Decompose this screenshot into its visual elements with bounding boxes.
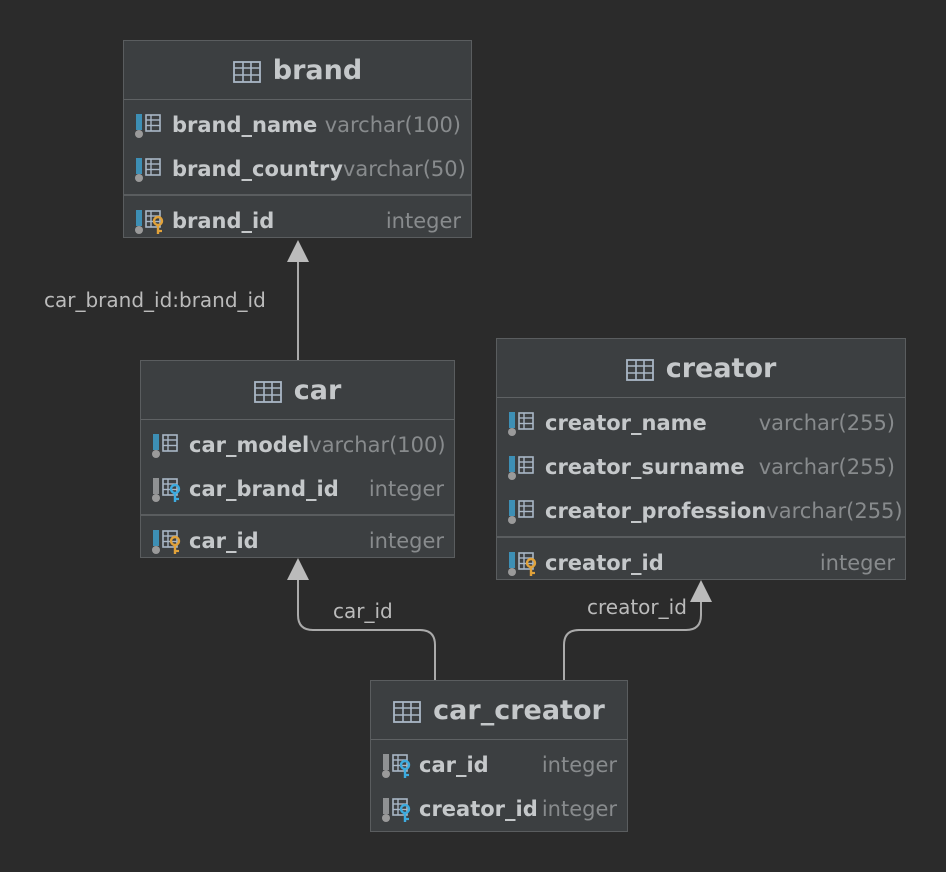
column-name: creator_surname: [545, 455, 745, 479]
column-type: varchar(255): [758, 455, 895, 479]
edge-label-car-id: car_id: [333, 599, 393, 623]
column-name: brand_id: [172, 209, 275, 233]
column-icon: [507, 497, 539, 525]
table-icon: [625, 357, 654, 381]
column-name: brand_country: [172, 157, 343, 181]
column-type: varchar(100): [309, 433, 446, 457]
edge-label-creator-id: creator_id: [587, 595, 687, 619]
column-name: brand_name: [172, 113, 318, 137]
table-title: car_creator: [433, 694, 605, 726]
primary-key-row[interactable]: brand_id integer: [124, 199, 471, 243]
edge-label-car-brand: car_brand_id:brand_id: [44, 288, 266, 312]
table-header[interactable]: car_creator: [371, 681, 627, 740]
foreign-key-icon: [151, 475, 183, 503]
column-icon: [134, 111, 166, 139]
column-row[interactable]: creator_surname varchar(255): [497, 445, 905, 489]
column-name: creator_name: [545, 411, 707, 435]
primary-key-icon: [151, 527, 183, 555]
column-row[interactable]: brand_name varchar(100): [124, 103, 471, 147]
column-type: varchar(100): [324, 113, 461, 137]
primary-key-row[interactable]: car_id integer: [141, 519, 454, 563]
column-icon: [151, 431, 183, 459]
column-type: integer: [368, 477, 444, 501]
table-brand[interactable]: brand brand_name varchar(100): [123, 40, 472, 238]
column-name: creator_profession: [545, 499, 767, 523]
table-header[interactable]: car: [141, 361, 454, 420]
column-row[interactable]: creator_profession varchar(255): [497, 489, 905, 533]
column-name: car_id: [189, 529, 259, 553]
column-row[interactable]: creator_id integer: [371, 787, 627, 831]
column-icon: [134, 155, 166, 183]
column-icon: [507, 409, 539, 437]
foreign-key-icon: [381, 751, 413, 779]
column-row[interactable]: car_brand_id integer: [141, 467, 454, 511]
arrowhead-brand: [287, 240, 309, 262]
primary-key-icon: [134, 207, 166, 235]
column-row[interactable]: car_id integer: [371, 743, 627, 787]
column-type: integer: [385, 209, 461, 233]
column-name: car_id: [419, 753, 489, 777]
table-car_creator[interactable]: car_creator car_id integer: [370, 680, 628, 832]
table-icon: [232, 59, 261, 83]
table-icon: [253, 379, 282, 403]
table-icon: [393, 699, 422, 723]
column-type: varchar(255): [766, 499, 903, 523]
column-type: integer: [819, 551, 895, 575]
table-title: creator: [665, 352, 777, 384]
column-type: varchar(255): [758, 411, 895, 435]
column-row[interactable]: brand_country varchar(50): [124, 147, 471, 191]
edge-car_creator-to-creator[interactable]: [563, 602, 702, 680]
column-type: varchar(50): [342, 157, 466, 181]
primary-key-row[interactable]: creator_id integer: [497, 541, 905, 585]
column-name: creator_id: [419, 797, 538, 821]
table-creator[interactable]: creator creator_name varchar(255): [496, 338, 906, 580]
foreign-key-icon: [381, 795, 413, 823]
table-car[interactable]: car car_model varchar(100): [140, 360, 455, 558]
column-row[interactable]: creator_name varchar(255): [497, 401, 905, 445]
column-name: car_model: [189, 433, 310, 457]
table-header[interactable]: brand: [124, 41, 471, 100]
column-name: car_brand_id: [189, 477, 339, 501]
table-title: brand: [272, 54, 363, 86]
column-row[interactable]: car_model varchar(100): [141, 423, 454, 467]
edge-car_creator-to-car[interactable]: [297, 580, 436, 680]
table-header[interactable]: creator: [497, 339, 905, 398]
column-type: integer: [368, 529, 444, 553]
arrowhead-creator: [690, 580, 712, 602]
table-title: car: [293, 374, 342, 406]
column-icon: [507, 453, 539, 481]
primary-key-icon: [507, 549, 539, 577]
arrowhead-car: [287, 558, 309, 580]
column-type: integer: [541, 753, 617, 777]
column-type: integer: [541, 797, 617, 821]
column-name: creator_id: [545, 551, 664, 575]
